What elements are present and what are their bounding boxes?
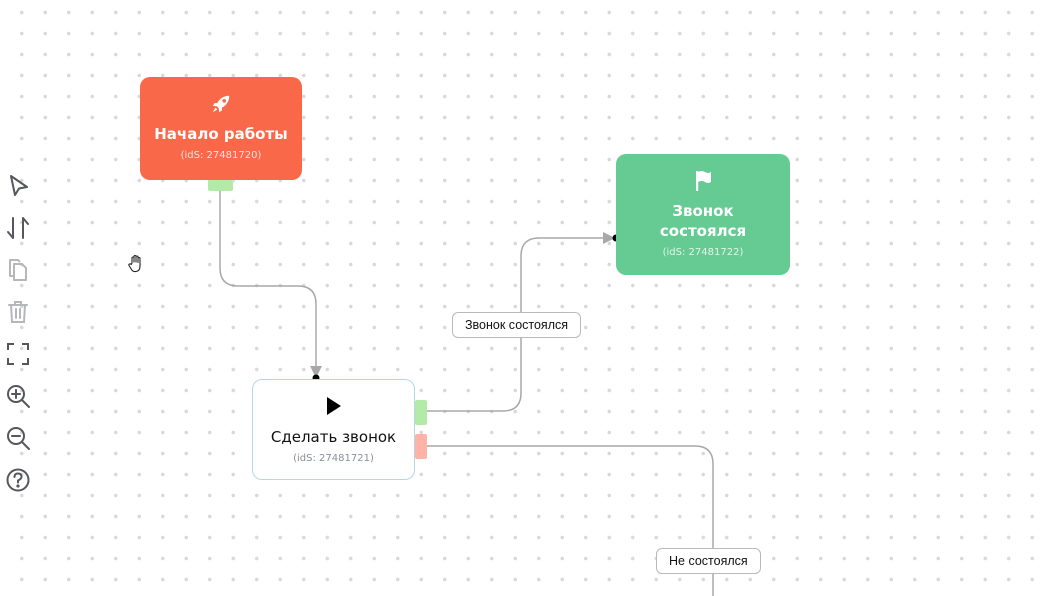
zoom-in-tool-button[interactable] — [3, 381, 33, 411]
arrowhead-call — [310, 366, 322, 378]
call-fail-port[interactable] — [415, 434, 427, 459]
call-success-port[interactable] — [415, 400, 427, 425]
node-call-success[interactable]: Звонок состоялся (idS: 27481722) — [616, 154, 790, 275]
node-start[interactable]: Начало работы (idS: 27481720) — [140, 77, 302, 180]
edge-label-success[interactable]: Звонок состоялся — [452, 312, 582, 338]
node-call-title: Сделать звонок — [270, 428, 397, 446]
play-icon — [326, 397, 341, 415]
zoom-in-icon — [7, 385, 30, 408]
fullscreen-icon — [7, 343, 29, 365]
sort-arrows-icon — [7, 217, 29, 239]
node-start-id: (idS: 27481720) — [180, 150, 262, 161]
node-start-title: Начало работы — [154, 125, 288, 143]
edge-start-to-call — [219, 191, 317, 368]
zoom-out-tool-button[interactable] — [3, 423, 33, 453]
arrowhead-success — [603, 232, 615, 244]
trash-icon — [8, 301, 28, 323]
flag-icon — [696, 171, 711, 191]
edge-label-fail[interactable]: Не состоялся — [656, 548, 761, 574]
node-success-title: Звонок состоялся — [659, 202, 747, 240]
node-make-call[interactable]: Сделать звонок (idS: 27481721) — [252, 379, 415, 480]
sort-tool-button[interactable] — [3, 213, 33, 243]
help-icon — [6, 468, 30, 492]
select-tool-button[interactable] — [3, 171, 33, 201]
cursor-arrow-icon — [10, 175, 28, 196]
fullscreen-tool-button[interactable] — [3, 339, 33, 369]
rocket-icon — [212, 95, 230, 113]
hand-cursor-icon — [128, 254, 141, 273]
edge-call-to-fail — [427, 445, 714, 596]
node-success-id: (idS: 27481722) — [662, 247, 744, 258]
help-tool-button[interactable] — [3, 465, 33, 495]
node-call-id: (idS: 27481721) — [293, 453, 374, 464]
copy-tool-button[interactable] — [3, 255, 33, 285]
copy-icon — [9, 259, 27, 281]
start-output-port[interactable] — [208, 180, 233, 191]
zoom-out-icon — [7, 427, 30, 450]
delete-tool-button[interactable] — [3, 297, 33, 327]
